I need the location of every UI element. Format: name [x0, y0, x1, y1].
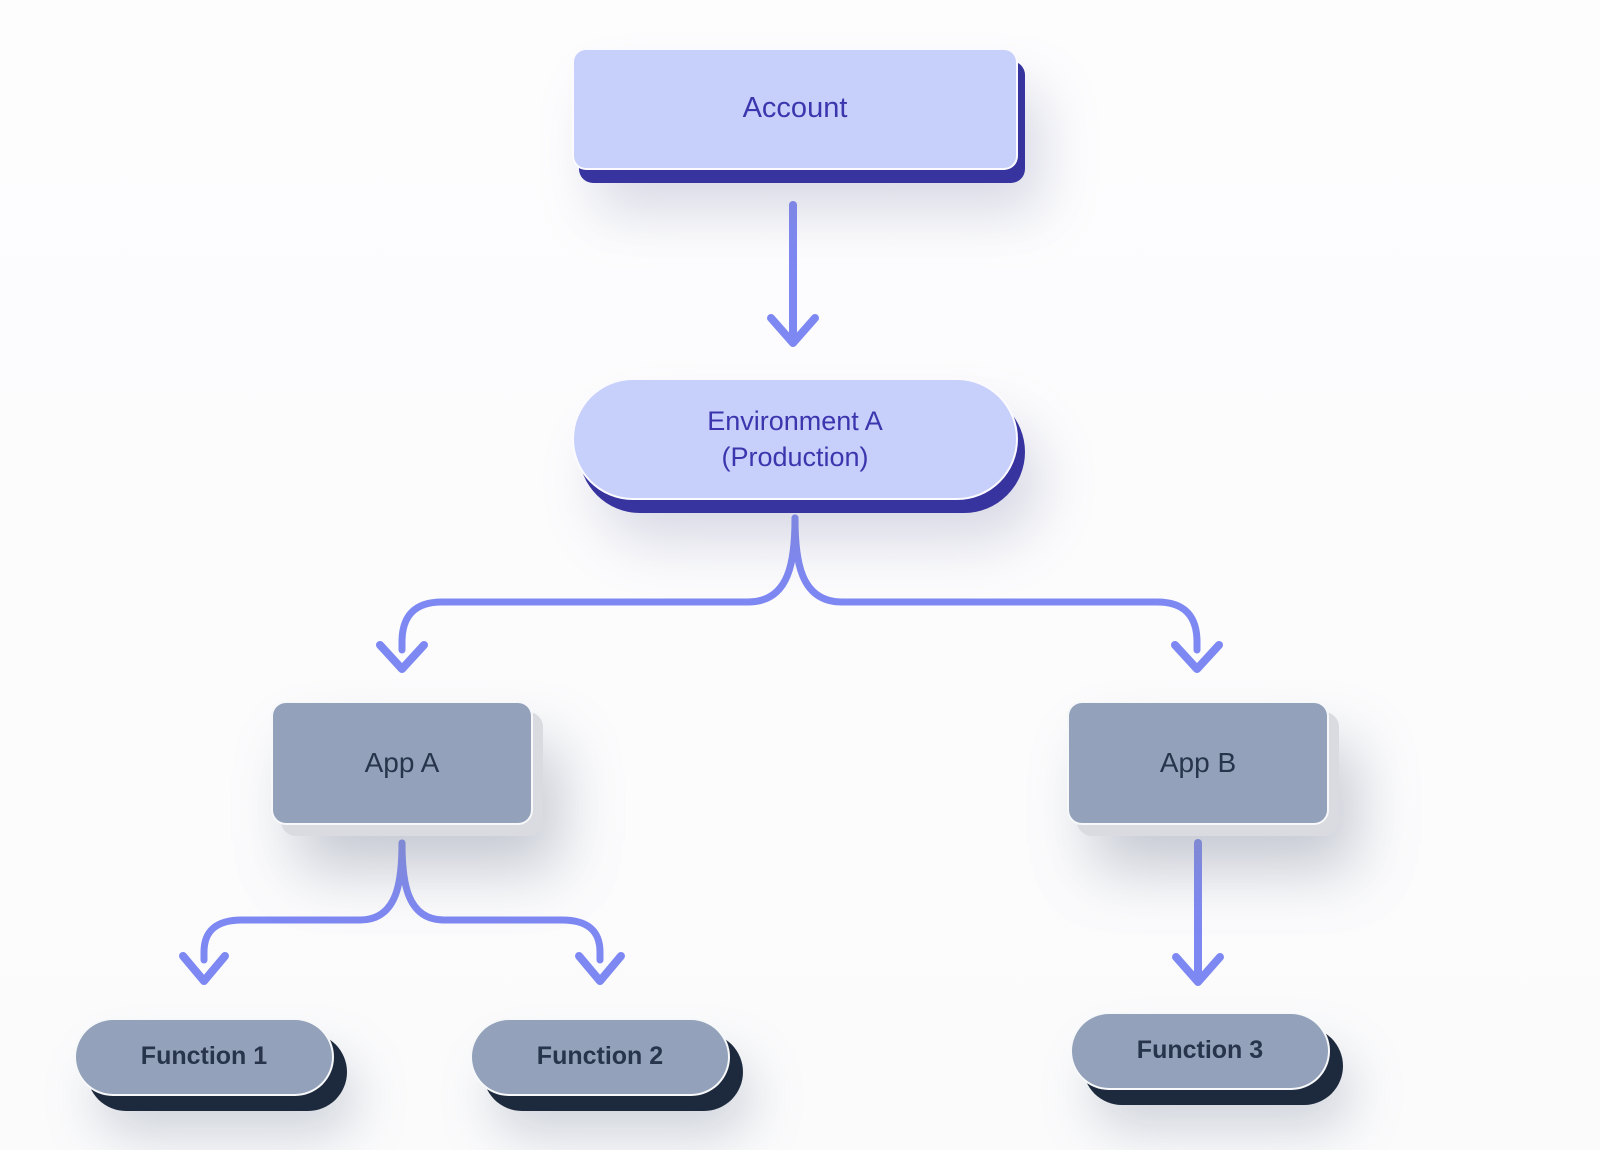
node-function-3-label: Function 3 [1136, 1036, 1264, 1065]
node-environment-a-label-line2: (Production) [721, 442, 869, 472]
edge-account-to-environment [767, 201, 819, 347]
node-function-1: Function 1 [74, 1018, 334, 1096]
node-function-2: Function 2 [470, 1018, 730, 1096]
edge-app-b-to-function-3 [1172, 839, 1224, 986]
node-function-1-label: Function 1 [140, 1042, 268, 1071]
arrowhead-down-icon [376, 641, 428, 673]
node-app-b: App B [1067, 701, 1329, 825]
arrowhead-down-icon [575, 952, 625, 985]
node-account-label: Account [742, 92, 848, 125]
node-function-3: Function 3 [1070, 1012, 1330, 1090]
node-app-a: App A [271, 701, 533, 825]
node-environment-a-label-line1: Environment A [707, 405, 883, 436]
node-environment-a-label: Environment A (Production) [707, 403, 883, 476]
node-account: Account [572, 48, 1018, 170]
edge-app-a-to-function-1 [179, 839, 406, 985]
node-app-b-label: App B [1159, 747, 1237, 779]
edge-environment-to-app-b [791, 514, 1223, 673]
arrowhead-down-icon [767, 314, 819, 347]
arrowhead-down-icon [179, 952, 229, 985]
edge-app-a-to-function-2 [398, 839, 625, 985]
node-environment-a: Environment A (Production) [572, 378, 1018, 500]
edge-environment-to-app-a [376, 514, 799, 673]
arrowhead-down-icon [1171, 641, 1223, 673]
node-function-2-label: Function 2 [536, 1042, 664, 1071]
node-app-a-label: App A [364, 747, 440, 779]
arrowhead-down-icon [1172, 953, 1224, 986]
